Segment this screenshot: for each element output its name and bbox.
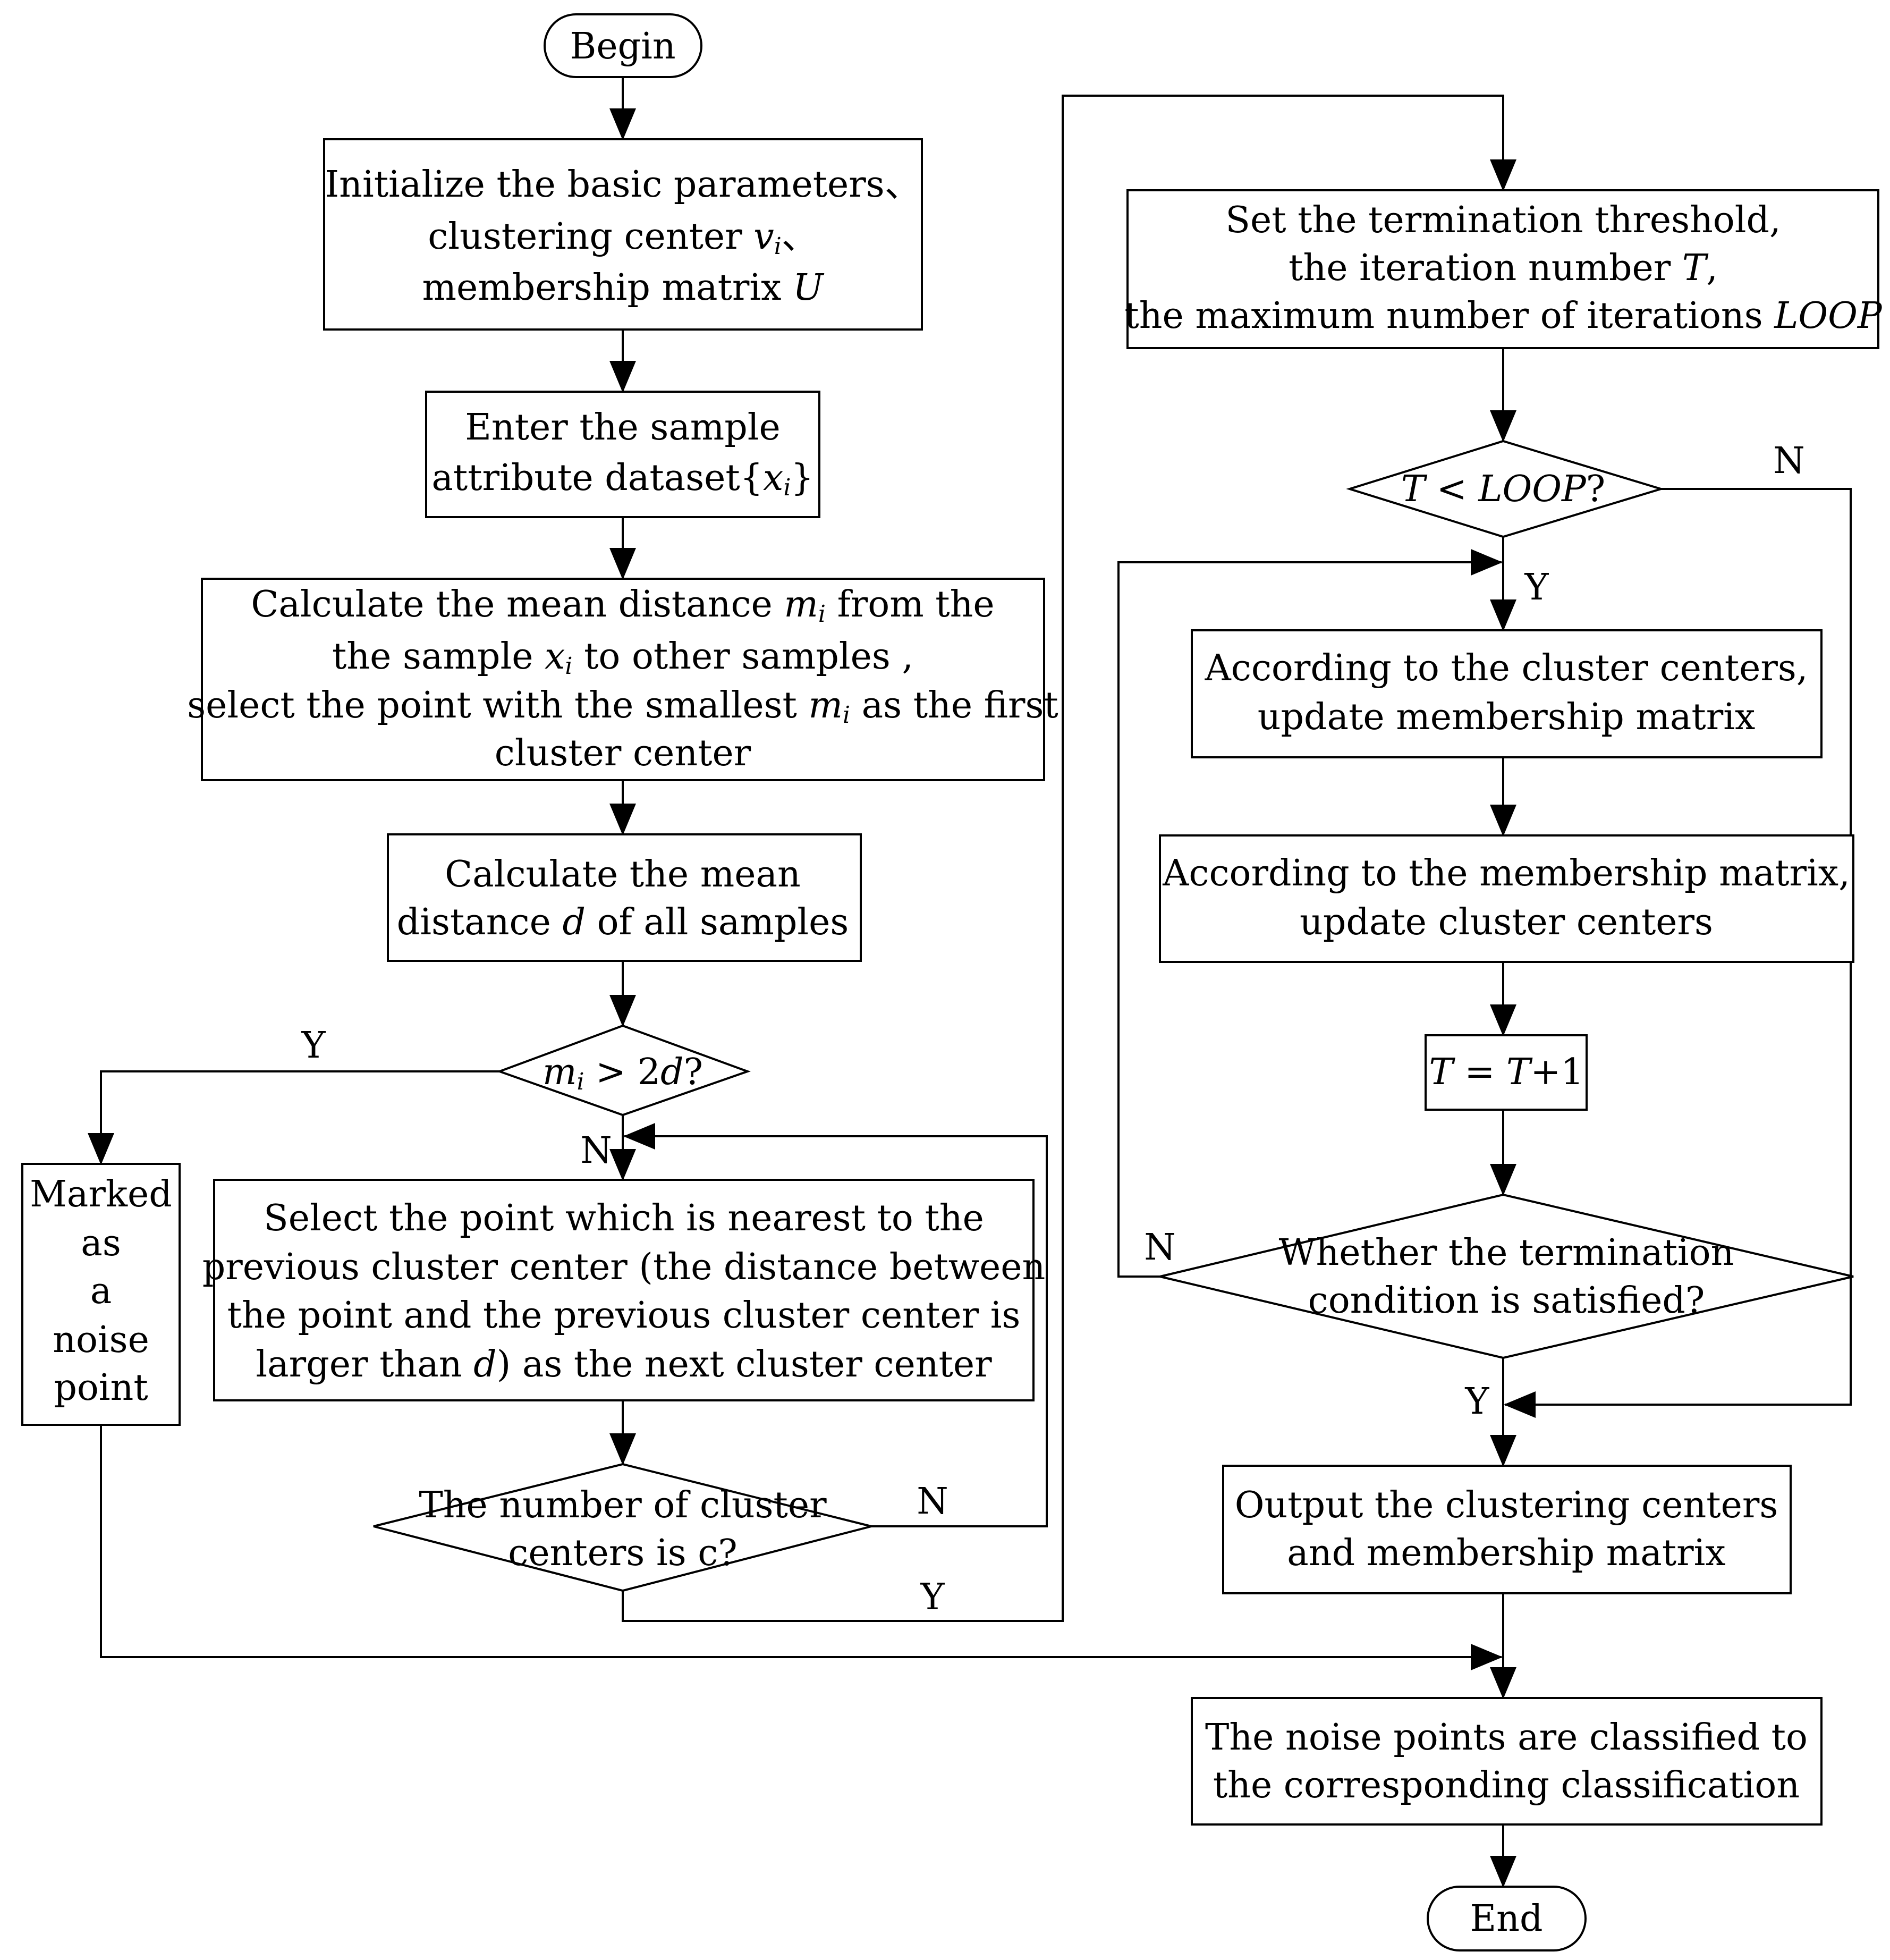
label-no-loopback: N [917,1481,948,1523]
increment-process: T = T+1 [1425,1034,1588,1111]
arrow-decision-noise [88,1070,499,1165]
enter-dataset-process: Enter the sample attribute dataset{xi} [425,391,820,518]
calc-mean-line-3: select the point with the smallest mi as… [187,685,1058,729]
noise-point-process: Marked as a noise point [21,1163,181,1426]
decision-mi-gt-2d: mi > 2d? [496,1024,751,1117]
decision-term-line-2: condition is satisfied? [1308,1280,1705,1322]
arrow-decisionc-threshold [622,95,1516,1622]
begin-label: Begin [570,26,675,67]
increment-label: T = T+1 [1429,1051,1583,1093]
decision-term-line-1: Whether the termination [1279,1232,1734,1274]
output-line-2: and membership matrix [1287,1532,1726,1574]
calc-d-process: Calculate the mean distance d of all sam… [387,833,862,962]
threshold-line-3: the maximum number of iterations LOOP [1124,295,1882,337]
select-line-1: Select the point which is nearest to the [264,1197,984,1239]
decision-loop-label: T < LOOP? [1401,468,1605,510]
update-v-line-1: According to the membership matrix, [1162,852,1850,894]
select-line-4: larger than d) as the next cluster cente… [256,1344,992,1385]
noise-line-4: noise [53,1319,149,1361]
label-no-term: N [1144,1227,1176,1269]
update-centers-process: According to the membership matrix, upda… [1159,834,1854,963]
label-yes-term: Y [1465,1381,1490,1423]
label-no-select: N [580,1130,612,1172]
end-terminal: End [1427,1886,1587,1951]
threshold-line-1: Set the termination threshold, [1225,199,1781,241]
arrow-term-loopback [1117,549,1503,1278]
calc-mean-line-4: cluster center [495,732,751,774]
output-process: Output the clustering centers and member… [1222,1465,1792,1594]
update-v-line-2: update cluster centers [1300,901,1713,943]
update-u-line-1: According to the cluster centers, [1205,647,1808,689]
noise-line-3: a [90,1270,112,1312]
init-line-1: Initialize the basic parameters、 [325,164,920,206]
noise-line-1: Marked [30,1173,172,1215]
enter-line-2: attribute dataset{xi} [431,457,813,501]
classify-line-2: the corresponding classification [1213,1764,1800,1806]
decision-termination: Whether the termination condition is sat… [1159,1193,1854,1359]
init-line-3: membership matrix U [422,267,825,309]
end-label: End [1470,1898,1543,1940]
update-membership-process: According to the cluster centers, update… [1191,629,1823,758]
select-line-2: previous cluster center (the distance be… [202,1246,1046,1288]
calc-d-line-2: distance d of all samples [397,901,849,943]
calc-mean-distance-process: Calculate the mean distance mi from the … [187,578,1058,781]
select-line-3: the point and the previous cluster cente… [227,1295,1021,1337]
arrow-decisionc-loopback [623,1123,1048,1527]
output-line-1: Output the clustering centers [1235,1484,1778,1526]
begin-terminal: Begin [544,13,702,78]
threshold-process: Set the termination threshold, the itera… [1124,189,1883,349]
classify-line-1: The noise points are classified to [1205,1717,1808,1759]
decision-cluster-count: The number of cluster centers is c? [373,1463,872,1592]
decision-c-line-1: The number of cluster [419,1484,827,1526]
decision-t-lt-loop: T < LOOP? [1346,440,1665,538]
decision-c-line-2: centers is c? [508,1532,738,1574]
update-u-line-2: update membership matrix [1258,696,1756,738]
label-no-loop-exit: N [1773,440,1805,482]
classify-noise-process: The noise points are classified to the c… [1191,1697,1823,1826]
decision-mi-label: mi > 2d? [543,1051,703,1095]
threshold-line-2: the iteration number T, [1289,247,1718,289]
calc-mean-line-2: the sample xi to other samples , [332,636,913,680]
label-yes-loop: Y [1524,567,1549,609]
calc-d-line-1: Calculate the mean [445,854,801,895]
noise-line-5: point [54,1367,148,1409]
arrow-noise-classify [100,1425,1503,1670]
enter-line-1: Enter the sample [465,407,781,449]
select-next-center-process: Select the point which is nearest to the… [202,1179,1046,1401]
calc-mean-line-1: Calculate the mean distance mi from the [251,584,994,628]
label-yes-threshold: Y [920,1576,945,1618]
branch-labels: Y N N Y N Y N Y [301,440,1805,1618]
label-yes-noise: Y [301,1025,326,1067]
noise-line-2: as [81,1222,121,1264]
init-process: Initialize the basic parameters、 cluster… [323,138,923,331]
init-line-2: clustering center vi、 [428,216,818,260]
